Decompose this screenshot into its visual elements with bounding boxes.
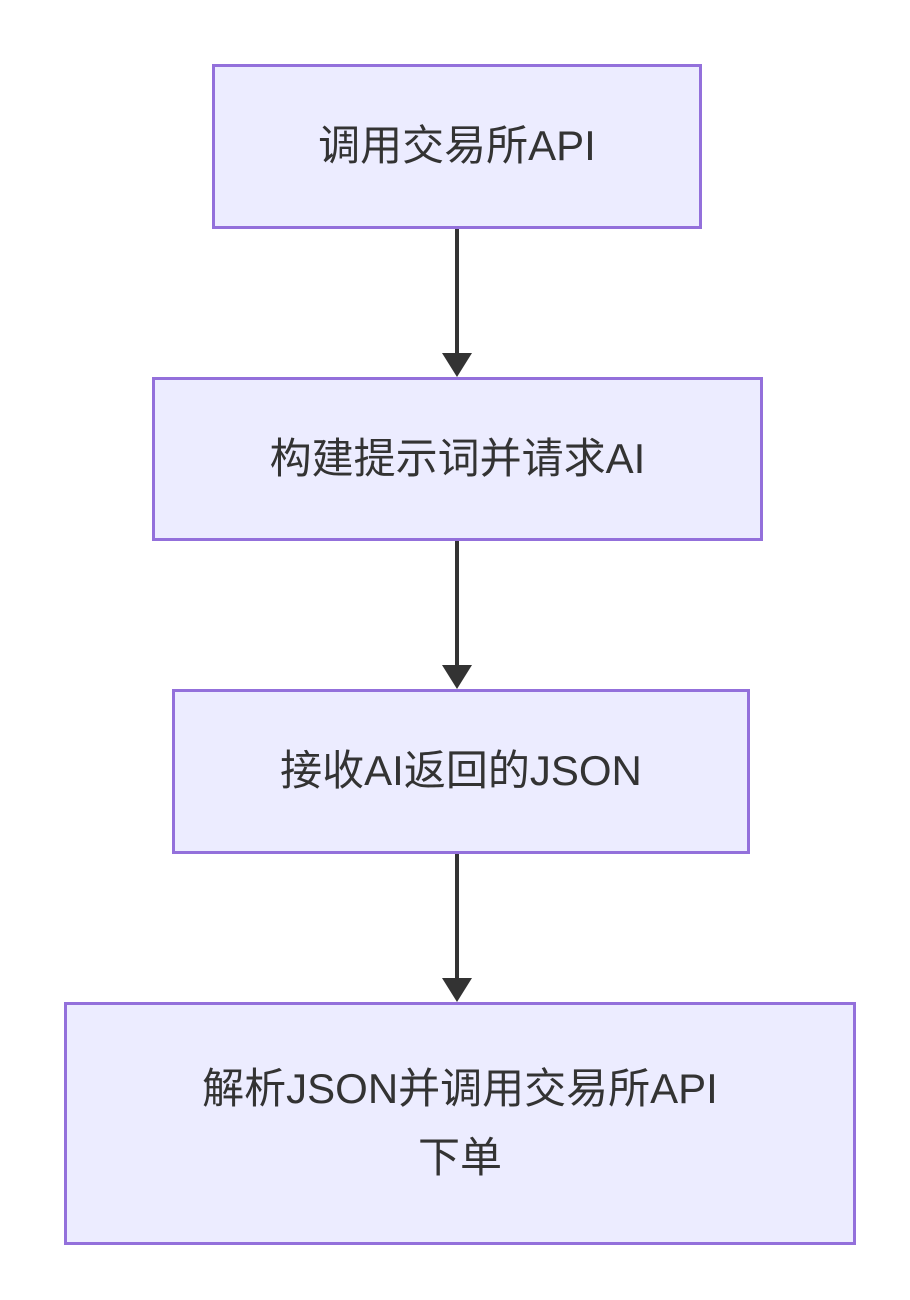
flowchart-node-call-exchange-api: 调用交易所API [212, 64, 702, 229]
node-label: 接收AI返回的JSON [280, 747, 642, 795]
arrowhead-down-icon [442, 353, 472, 377]
edge-line-1-to-2 [455, 229, 459, 354]
flowchart-node-receive-ai-json: 接收AI返回的JSON [172, 689, 750, 854]
flowchart-node-parse-json-place-order: 解析JSON并调用交易所API 下单 [64, 1002, 856, 1245]
node-label: 调用交易所API [318, 122, 596, 170]
arrowhead-down-icon [442, 978, 472, 1002]
arrowhead-down-icon [442, 665, 472, 689]
node-label: 构建提示词并请求AI [269, 434, 646, 482]
edge-line-3-to-4 [455, 854, 459, 979]
flowchart-node-build-prompt-request-ai: 构建提示词并请求AI [152, 377, 763, 541]
edge-line-2-to-3 [455, 541, 459, 666]
node-label: 解析JSON并调用交易所API 下单 [202, 1065, 718, 1181]
